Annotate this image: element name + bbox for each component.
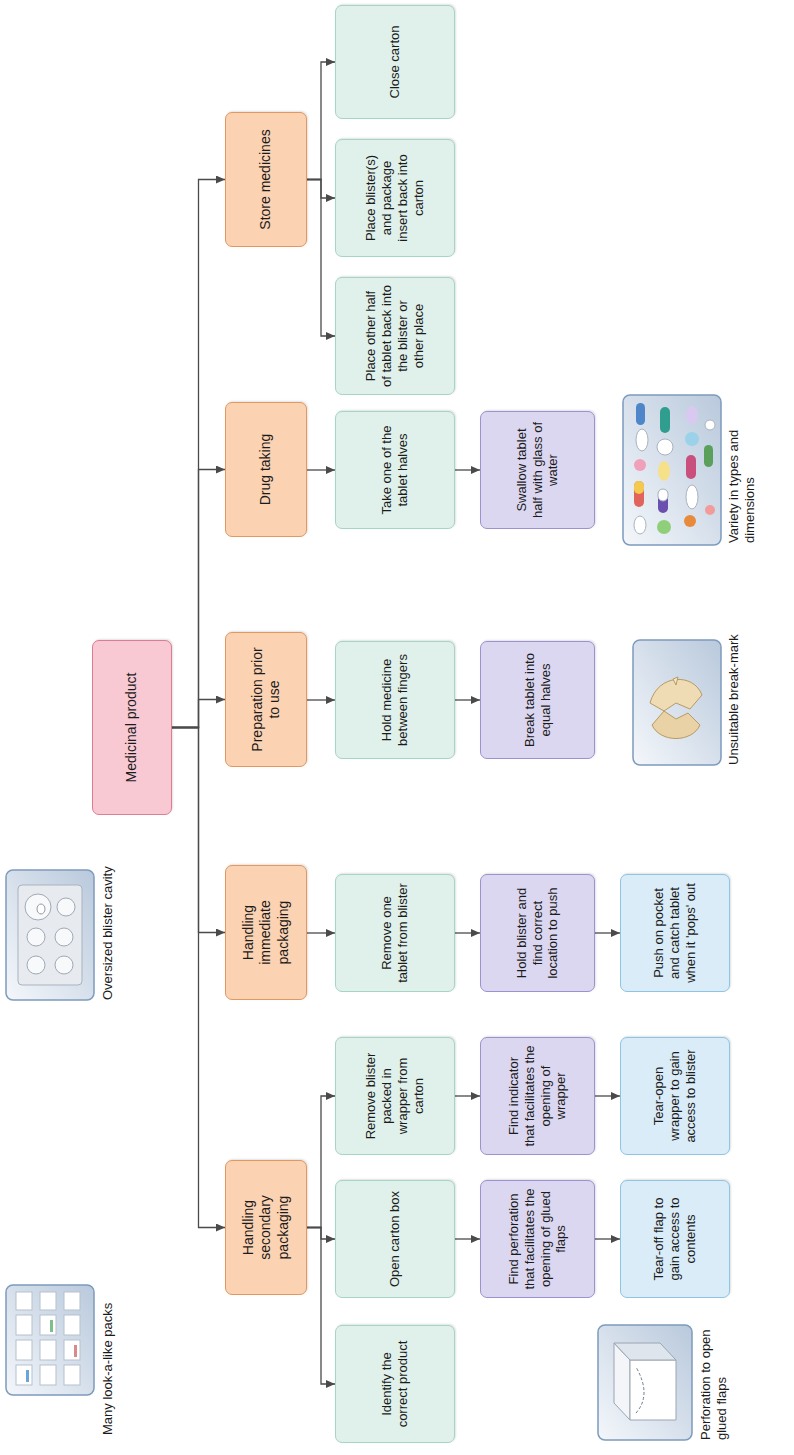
box-text: Remove blister packed in wrapper from ca… bbox=[363, 1045, 426, 1147]
action-box: Push on pocket and catch tablet when it … bbox=[620, 874, 730, 992]
subtask-box: Find indicator that facilitates the open… bbox=[480, 1037, 595, 1155]
box-text: Place blister(s) and package insert back… bbox=[363, 147, 426, 249]
action-box: Tear-off flap to gain access to contents bbox=[620, 1180, 730, 1298]
connector-arrow bbox=[307, 62, 335, 180]
connector-arrow bbox=[172, 728, 225, 1228]
category-box: Handling secondary packaging bbox=[225, 1160, 307, 1295]
connector-arrow bbox=[595, 1095, 620, 1096]
connector-arrow bbox=[307, 699, 335, 700]
box-text: Place other half of tablet back into the… bbox=[363, 285, 426, 387]
connector-arrow bbox=[455, 1238, 480, 1239]
subtask-box: Swallow tablet half with glass of water bbox=[480, 411, 595, 529]
task-box: Open carton box bbox=[335, 1180, 455, 1298]
callout-label: Oversized blister cavity bbox=[100, 800, 116, 1000]
callout-label: Many look-a-like packs bbox=[100, 1225, 116, 1435]
connector-arrow bbox=[455, 699, 480, 700]
connector-arrow bbox=[172, 180, 225, 728]
subtask-box: Find perforation that facilitates the op… bbox=[480, 1180, 595, 1298]
category-box: Store medicines bbox=[225, 112, 307, 247]
box-text: Handling immediate packaging bbox=[240, 873, 291, 992]
category-box: Preparation prior to use bbox=[225, 632, 307, 767]
box-text: Push on pocket and catch tablet when it … bbox=[651, 882, 699, 984]
subtask-box: Hold blister and find correct location t… bbox=[480, 874, 595, 992]
task-box: Remove blister packed in wrapper from ca… bbox=[335, 1037, 455, 1155]
box-text: Swallow tablet half with glass of water bbox=[514, 419, 562, 521]
category-box: Handling immediate packaging bbox=[225, 865, 307, 1000]
box-text: Hold medicine between fingers bbox=[379, 649, 411, 751]
box-text: Handling secondary packaging bbox=[240, 1168, 291, 1287]
box-text: Tear-open wrapper to gain access to blis… bbox=[651, 1045, 699, 1147]
broken-tablet-icon bbox=[633, 640, 721, 765]
connector-arrow bbox=[595, 932, 620, 933]
task-box: Take one of the tablet halves bbox=[335, 411, 455, 529]
carton-perforation-icon bbox=[598, 1325, 692, 1440]
box-text: Hold blister and find correct location t… bbox=[514, 882, 562, 984]
callout-label: Unsuitable break-mark bbox=[726, 625, 742, 765]
task-box: Remove one tablet from blister bbox=[335, 874, 455, 992]
box-text: Find perforation that facilitates the op… bbox=[506, 1188, 569, 1290]
connector-arrow bbox=[307, 1228, 335, 1240]
box-text: Tear-off flap to gain access to contents bbox=[651, 1188, 699, 1290]
connector-arrow bbox=[455, 932, 480, 933]
callout-label: Variety in types and dimensions bbox=[726, 393, 758, 543]
connector-arrow bbox=[455, 469, 480, 470]
connector-arrow bbox=[307, 180, 335, 337]
action-box: Tear-open wrapper to gain access to blis… bbox=[620, 1037, 730, 1155]
box-text: Identify the correct product bbox=[379, 1333, 411, 1435]
category-box: Drug taking bbox=[225, 402, 307, 537]
blister-icon bbox=[6, 870, 94, 1000]
connector-arrow bbox=[307, 180, 335, 199]
task-box: Place other half of tablet back into the… bbox=[335, 277, 455, 395]
task-box: Hold medicine between fingers bbox=[335, 641, 455, 759]
box-text: Store medicines bbox=[257, 129, 274, 229]
connector-arrow bbox=[307, 1228, 335, 1385]
connector-arrow bbox=[307, 1096, 335, 1228]
root-box: Medicinal product bbox=[92, 640, 172, 815]
connector-arrow bbox=[595, 1238, 620, 1239]
callout-label: Perforation to open glued flaps bbox=[698, 1320, 730, 1440]
task-box: Place blister(s) and package insert back… bbox=[335, 139, 455, 257]
look-alike-packs-icon bbox=[6, 1285, 94, 1395]
task-box: Identify the correct product bbox=[335, 1325, 455, 1443]
connector-arrow bbox=[307, 469, 335, 470]
box-text: Medicinal product bbox=[123, 673, 140, 783]
box-text: Remove one tablet from blister bbox=[379, 882, 411, 984]
box-text: Break tablet into equal halves bbox=[522, 649, 554, 751]
subtask-box: Break tablet into equal halves bbox=[480, 641, 595, 759]
box-text: Drug taking bbox=[257, 434, 274, 506]
connector-arrow bbox=[307, 932, 335, 933]
connector-arrow bbox=[455, 1095, 480, 1096]
box-text: Find indicator that facilitates the open… bbox=[506, 1045, 569, 1147]
pill-variety-icon bbox=[623, 395, 721, 545]
task-box: Close carton bbox=[335, 5, 455, 119]
box-text: Close carton bbox=[387, 26, 403, 99]
box-text: Preparation prior to use bbox=[249, 640, 283, 759]
connector-arrow bbox=[172, 728, 225, 933]
box-text: Take one of the tablet halves bbox=[379, 419, 411, 521]
box-text: Open carton box bbox=[387, 1191, 403, 1287]
